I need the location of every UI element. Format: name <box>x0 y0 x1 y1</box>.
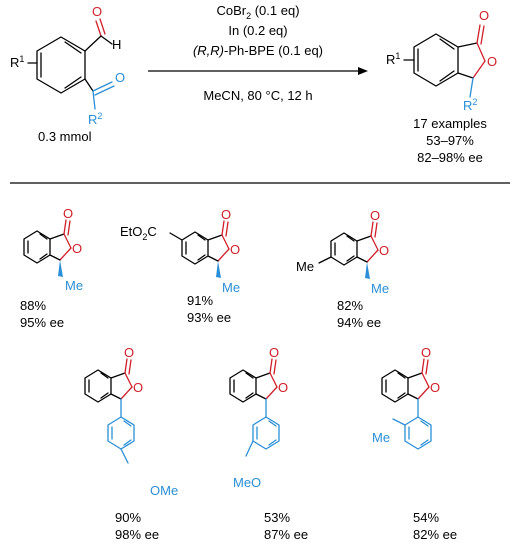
example-3-ring-substituent: Me <box>296 259 314 274</box>
substrate-structure <box>27 18 115 110</box>
condition-reductant: In (0.2 eq) <box>228 23 287 38</box>
example-1-sub-label: Me <box>65 278 83 293</box>
example-2-carbonyl-oxygen: O <box>221 207 231 222</box>
example-4-sub-label: OMe <box>150 483 178 498</box>
example-3-sub-label: Me <box>371 281 389 296</box>
example-2-ring-oxygen: O <box>230 242 240 257</box>
example-5-sub-label: MeO <box>233 475 261 490</box>
example-1-yield: 88% <box>20 298 46 313</box>
example-6-ee: 82% ee <box>413 527 457 542</box>
example-1-ring-oxygen: O <box>72 241 82 256</box>
example-4-ring-oxygen: O <box>133 380 143 395</box>
substrate-aldehyde-oxygen: O <box>92 4 102 19</box>
condition-catalyst: CoBr2 (0.1 eq) <box>216 3 299 21</box>
example-6-ring-oxygen: O <box>430 380 440 395</box>
example-5-carbonyl-oxygen: O <box>269 345 279 360</box>
example-6-structure <box>381 358 432 450</box>
reaction-arrow <box>148 67 368 75</box>
example-6-sub-label: Me <box>372 430 390 445</box>
example-2-yield: 91% <box>187 293 213 308</box>
example-4-carbonyl-oxygen: O <box>124 345 134 360</box>
example-1-carbonyl-oxygen: O <box>63 206 73 221</box>
example-2-ring-substituent: EtO2C <box>120 224 157 242</box>
example-5-structure <box>229 358 280 457</box>
example-2-sub-label: Me <box>222 280 240 295</box>
substrate-ketone-oxygen: O <box>115 70 125 85</box>
example-6-yield: 54% <box>413 510 439 525</box>
product-r2: R2 <box>463 97 477 113</box>
product-ee-range: 82–98% ee <box>417 150 483 165</box>
product-examples: 17 examples <box>413 116 487 131</box>
example-6-carbonyl-oxygen: O <box>421 345 431 360</box>
product-r1: R1 <box>386 51 400 67</box>
substrate-aldehyde-h: H <box>112 37 121 52</box>
substrate-r1: R1 <box>10 54 24 70</box>
example-4-yield: 90% <box>115 510 141 525</box>
example-4-structure <box>84 358 135 464</box>
example-3-ring-oxygen: O <box>379 243 389 258</box>
substrate-r2: R2 <box>88 111 102 127</box>
condition-solvent: MeCN, 80 °C, 12 h <box>203 88 312 103</box>
example-5-ee: 87% ee <box>264 527 308 542</box>
example-3-carbonyl-oxygen: O <box>370 208 380 223</box>
substrate-amount: 0.3 mmol <box>38 129 92 144</box>
product-structure <box>403 24 486 98</box>
example-1-ee: 95% ee <box>20 315 64 330</box>
example-2-ee: 93% ee <box>187 310 231 325</box>
product-ring-oxygen: O <box>487 54 497 69</box>
example-2-structure <box>169 220 230 278</box>
example-3-structure <box>318 221 379 279</box>
condition-ligand: (R,R)-Ph-BPE (0.1 eq) <box>193 43 323 58</box>
product-carbonyl-oxygen: O <box>479 8 489 23</box>
product-yield-range: 53–97% <box>426 133 474 148</box>
example-3-yield: 82% <box>337 298 363 313</box>
example-3-ee: 94% ee <box>337 315 381 330</box>
example-5-yield: 53% <box>264 510 290 525</box>
example-1-structure <box>23 219 72 277</box>
example-5-ring-oxygen: O <box>278 380 288 395</box>
example-4-ee: 98% ee <box>115 527 159 542</box>
